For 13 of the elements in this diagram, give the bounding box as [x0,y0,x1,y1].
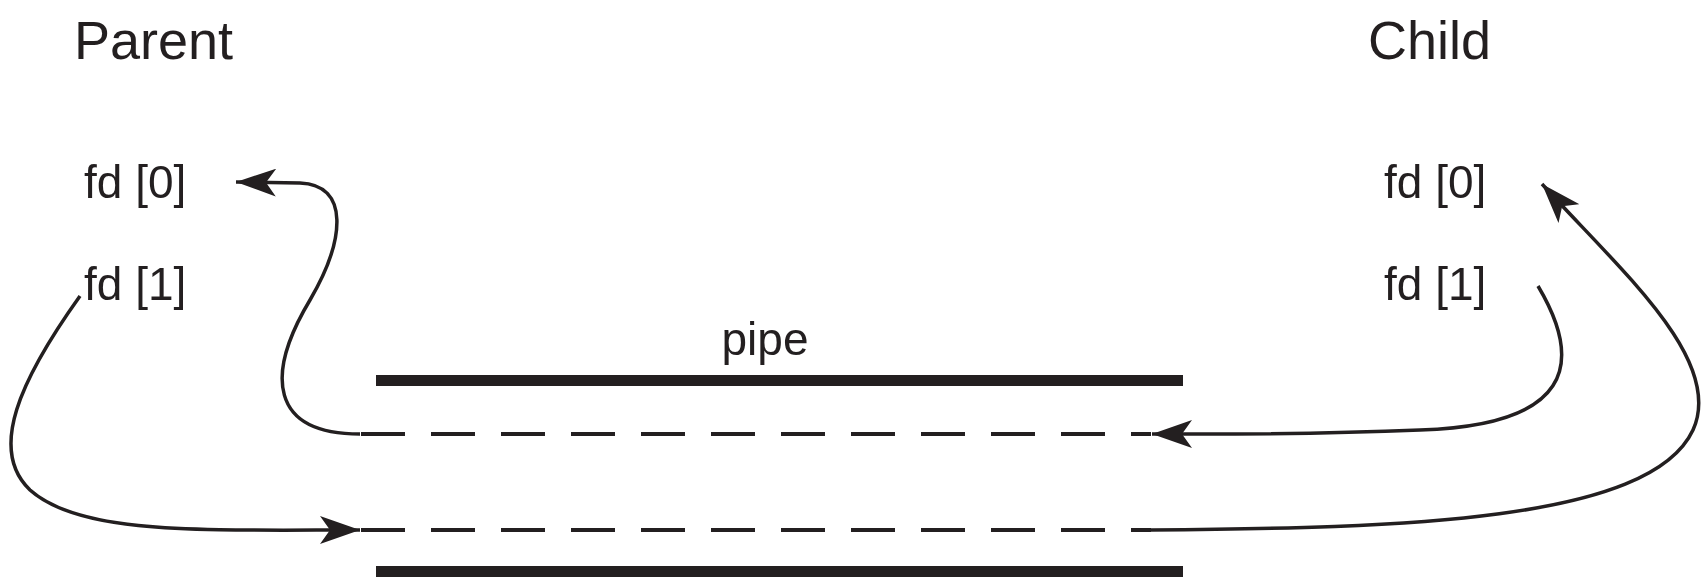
arrow [1151,182,1701,532]
file-descriptor-label: fd [1] [84,259,234,309]
dashed-channel [361,525,1151,535]
arrow [9,295,360,545]
arrow [235,168,361,436]
file-descriptor-label: fd [0] [1384,157,1534,207]
column-heading: Parent [74,9,234,72]
column-heading: Child [1368,9,1492,72]
file-descriptor-label: fd [0] [84,157,234,207]
pipe-label: pipe [720,312,810,366]
file-descriptor-label: fd [1] [1384,259,1534,309]
dashed-channel [361,429,1151,439]
arrow [1152,285,1564,449]
